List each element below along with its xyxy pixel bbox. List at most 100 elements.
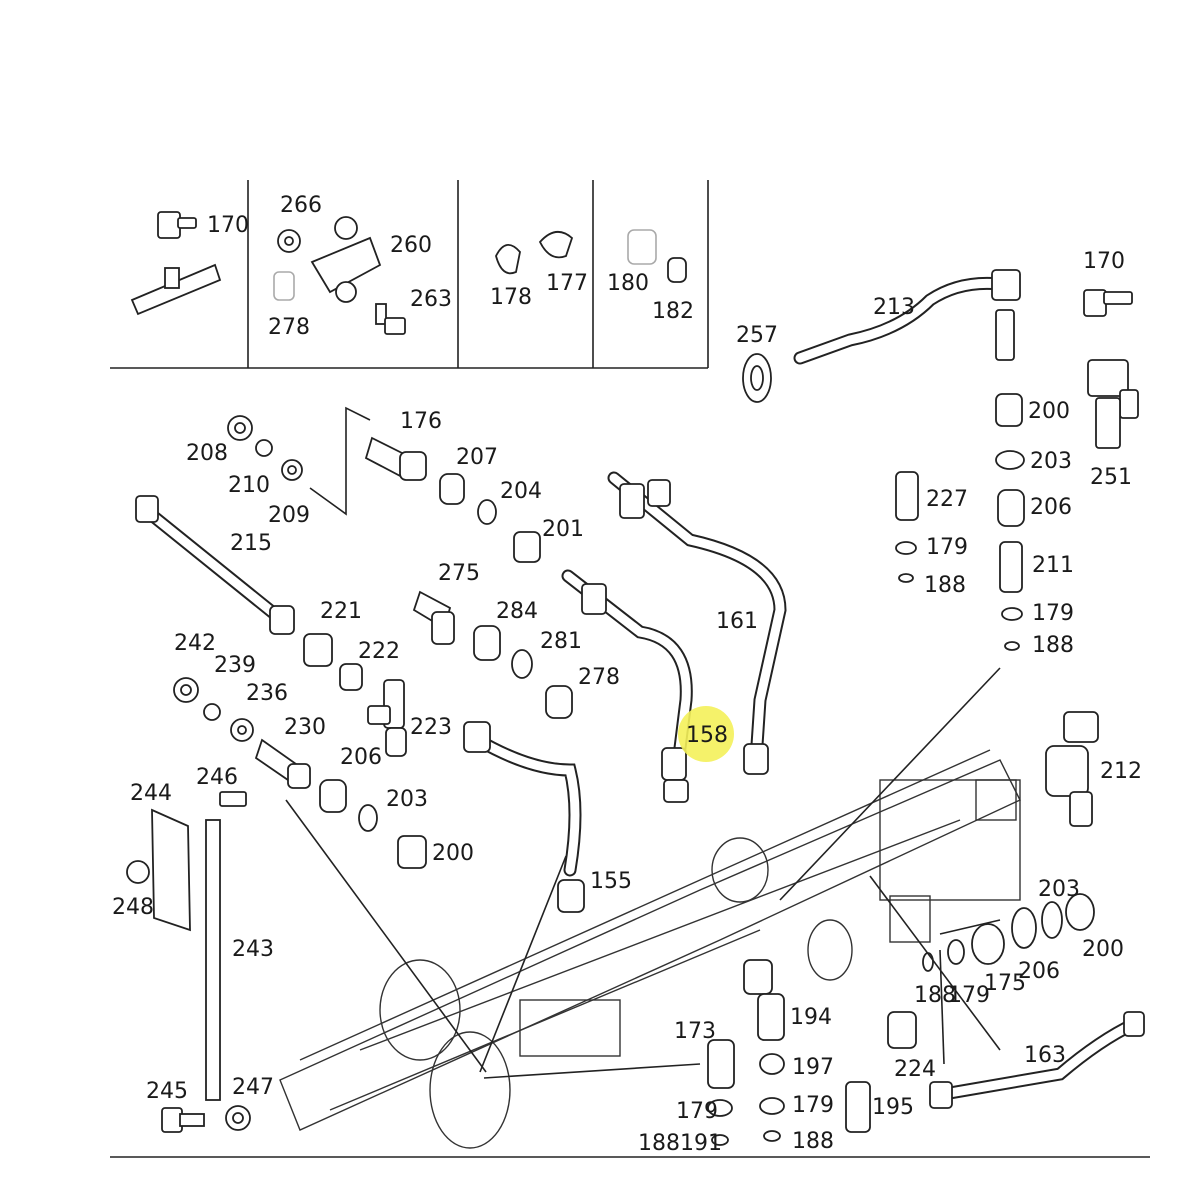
- label-260: 260: [390, 233, 432, 258]
- label-236: 236: [246, 681, 288, 706]
- part-158-hose: [561, 569, 693, 803]
- part-203-clip: [358, 804, 378, 832]
- highlight-marker: [678, 706, 734, 762]
- part-244-plate: [151, 808, 191, 932]
- label-212: 212: [1100, 759, 1142, 784]
- label-188191: 188191: [638, 1131, 722, 1156]
- label-206-right: 206: [1030, 495, 1072, 520]
- label-158: 158: [686, 723, 728, 748]
- part-194-elbow: [743, 959, 785, 1041]
- label-257: 257: [736, 323, 778, 348]
- part-176-fitting: [364, 436, 427, 481]
- label-203-right: 203: [1030, 449, 1072, 474]
- label-176: 176: [400, 409, 442, 434]
- part-246-bolt: [219, 791, 247, 807]
- label-203-chassis: 203: [1038, 877, 1080, 902]
- label-203-left: 203: [386, 787, 428, 812]
- label-209: 209: [268, 503, 310, 528]
- part-161-hose: [607, 471, 787, 775]
- label-266: 266: [280, 193, 322, 218]
- label-247: 247: [232, 1075, 274, 1100]
- label-246: 246: [196, 765, 238, 790]
- part-tee-pipe: [130, 263, 222, 316]
- label-179-b: 179: [1032, 601, 1074, 626]
- label-179-c: 179: [948, 983, 990, 1008]
- part-195-fitting: [845, 1081, 871, 1133]
- label-244: 244: [130, 781, 172, 806]
- label-194: 194: [790, 1005, 832, 1030]
- part-281-clip: [511, 649, 533, 679]
- label-222: 222: [358, 639, 400, 664]
- part-257-ring: [742, 353, 772, 403]
- part-row-200-203-206: [922, 893, 1095, 972]
- label-284: 284: [496, 599, 538, 624]
- label-206-left: 206: [340, 745, 382, 770]
- part-251-tee: [1087, 359, 1139, 449]
- label-175: 175: [984, 971, 1026, 996]
- label-173: 173: [674, 1019, 716, 1044]
- label-200-right: 200: [1028, 399, 1070, 424]
- part-170-fitting-right: [1083, 289, 1133, 317]
- part-213-hose: [793, 269, 1021, 365]
- part-236-ring: [230, 718, 254, 742]
- label-208: 208: [186, 441, 228, 466]
- part-182-ring: [667, 257, 687, 283]
- label-281: 281: [540, 629, 582, 654]
- label-211: 211: [1032, 553, 1074, 578]
- label-188-c: 188: [914, 983, 956, 1008]
- label-188-b: 188: [1032, 633, 1074, 658]
- part-242-nut: [173, 677, 199, 703]
- part-201-nut: [513, 531, 541, 563]
- part-207-sleeve: [439, 473, 465, 505]
- part-223-tee: [367, 679, 407, 757]
- label-179-e: 179: [676, 1099, 718, 1124]
- label-204: 204: [500, 479, 542, 504]
- label-243: 243: [232, 937, 274, 962]
- label-170-right: 170: [1083, 249, 1125, 274]
- part-173-stack: [707, 1039, 735, 1146]
- label-263: 263: [410, 287, 452, 312]
- label-200-left: 200: [432, 841, 474, 866]
- label-179-a: 179: [926, 535, 968, 560]
- label-239: 239: [214, 653, 256, 678]
- label-224: 224: [894, 1057, 936, 1082]
- part-215-pipe: [135, 495, 295, 635]
- part-239-washer: [203, 703, 221, 721]
- part-266-nut: [277, 229, 301, 253]
- label-221: 221: [320, 599, 362, 624]
- label-278-inset: 278: [268, 315, 310, 340]
- label-200-chassis: 200: [1082, 937, 1124, 962]
- part-206-sleeve: [319, 779, 347, 813]
- part-155-pipe: [463, 721, 585, 913]
- label-245: 245: [146, 1079, 188, 1104]
- part-243-rail: [205, 819, 221, 1101]
- part-248-nut: [126, 860, 150, 884]
- part-224-fitting: [887, 1011, 917, 1049]
- inset-panel: [110, 180, 709, 369]
- label-278: 278: [578, 665, 620, 690]
- label-179-d: 179: [792, 1093, 834, 1118]
- label-177: 177: [546, 271, 588, 296]
- label-161: 161: [716, 609, 758, 634]
- part-197-stack: [759, 1053, 785, 1142]
- label-230: 230: [284, 715, 326, 740]
- label-227: 227: [926, 487, 968, 512]
- part-stack-right: [895, 393, 1025, 651]
- part-245-bolt: [161, 1107, 205, 1133]
- part-221-nut: [303, 633, 333, 667]
- label-215: 215: [230, 531, 272, 556]
- label-223: 223: [410, 715, 452, 740]
- label-251: 251: [1090, 465, 1132, 490]
- label-275: 275: [438, 561, 480, 586]
- part-278-cap-gray: [273, 271, 295, 301]
- label-163: 163: [1024, 1043, 1066, 1068]
- label-201: 201: [542, 517, 584, 542]
- part-208-nut: [227, 415, 253, 441]
- leader-lines: [285, 667, 1001, 1079]
- label-213: 213: [873, 295, 915, 320]
- label-182: 182: [652, 299, 694, 324]
- part-labels: 170 266 260 278 263 178 177 180 182 257 …: [112, 193, 1142, 1156]
- label-197: 197: [792, 1055, 834, 1080]
- part-204-clip: [477, 499, 497, 525]
